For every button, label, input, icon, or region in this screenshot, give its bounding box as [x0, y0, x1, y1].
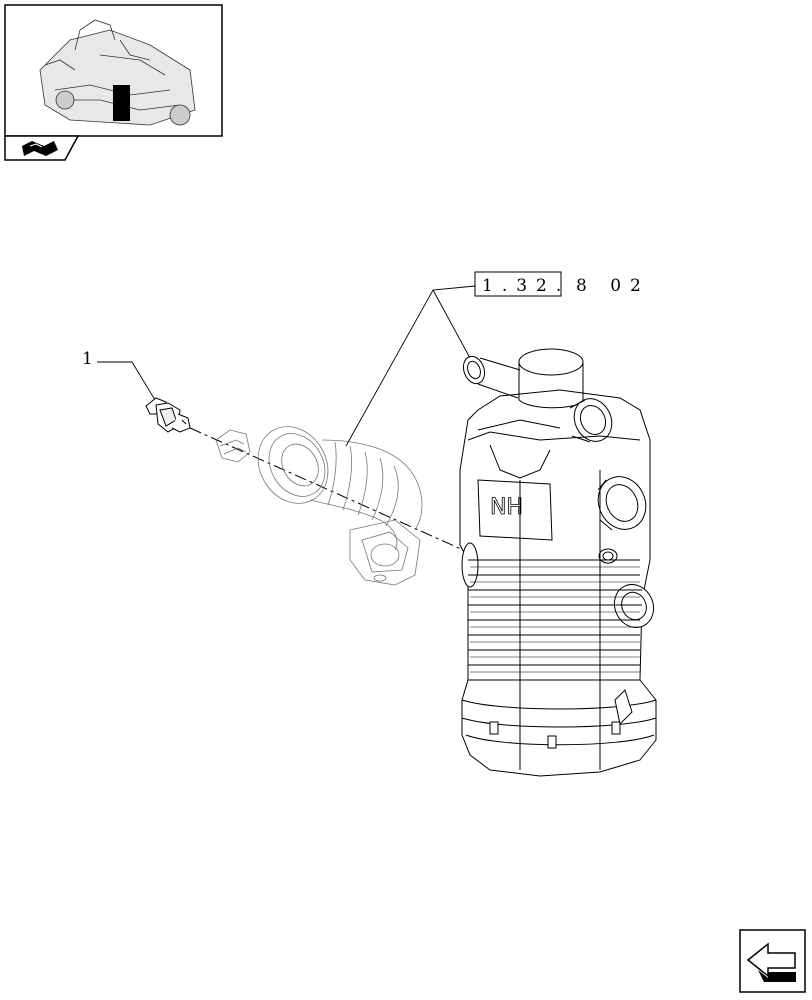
assembly-centerline	[189, 427, 471, 554]
reference-leader	[345, 285, 476, 447]
svg-text:NH: NH	[490, 495, 523, 520]
overview-thumbnail[interactable]	[4, 4, 223, 137]
thumbnail-tab[interactable]	[4, 135, 80, 161]
callout-label-1: 1	[82, 349, 93, 369]
book-pages-icon	[22, 141, 58, 156]
air-intake-elbow	[215, 426, 423, 586]
next-page-arrow-icon[interactable]	[739, 929, 806, 993]
pressure-sensor-part	[145, 397, 191, 433]
reference-label[interactable]: 1.32. 8 02	[474, 271, 650, 297]
reference-suffix-text: 8 02	[576, 276, 650, 296]
reference-boxed-text: 1.32.	[482, 276, 570, 296]
thumbnail-highlight	[113, 85, 130, 121]
tractor-thumbnail-icon	[39, 19, 196, 126]
air-filter-housing: NH	[459, 348, 657, 777]
part-callout-1: 1	[82, 349, 156, 401]
